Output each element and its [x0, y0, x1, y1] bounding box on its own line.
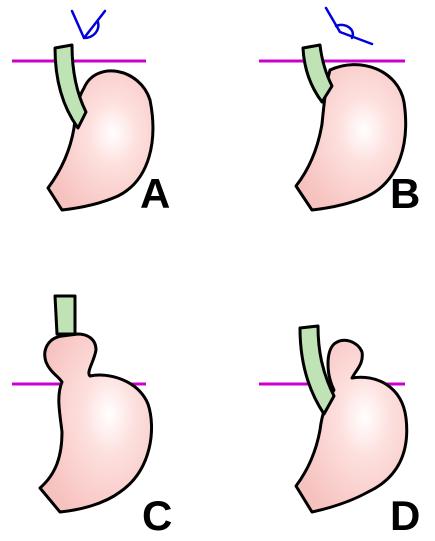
panel-a: A — [12, 11, 170, 217]
panel-b: B — [259, 8, 420, 217]
panel-d: D — [259, 326, 420, 539]
esophagus — [303, 45, 332, 102]
panel-label: D — [390, 492, 420, 539]
panel-label: C — [142, 492, 172, 539]
esophagus — [55, 296, 75, 334]
panel-c: C — [12, 296, 172, 539]
esophagus — [55, 45, 86, 128]
angle-of-his-marker — [72, 11, 105, 38]
stomach-shape — [40, 334, 152, 512]
angle-of-his-marker — [326, 8, 372, 44]
panel-label: A — [140, 170, 170, 217]
panel-label: B — [390, 170, 420, 217]
